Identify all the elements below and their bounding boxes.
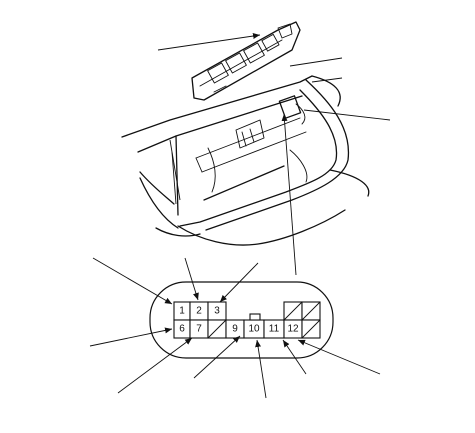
leader-lines xyxy=(157,33,391,276)
door-panel xyxy=(121,75,370,246)
pin-3: 3 xyxy=(214,306,220,317)
connector-face: 1 2 3 6 7 9 10 11 12 xyxy=(149,281,334,359)
pin-2: 2 xyxy=(196,306,202,317)
pin-11: 11 xyxy=(269,324,280,335)
window-switch xyxy=(191,21,301,101)
pin-9: 9 xyxy=(232,324,238,335)
pin-12: 12 xyxy=(287,324,299,335)
pin-7: 7 xyxy=(196,324,202,335)
harness-connector xyxy=(235,95,306,149)
pin-6: 6 xyxy=(179,324,185,335)
pin-leaders xyxy=(89,257,381,399)
pin-1: 1 xyxy=(179,306,185,317)
pin-10: 10 xyxy=(248,324,260,335)
